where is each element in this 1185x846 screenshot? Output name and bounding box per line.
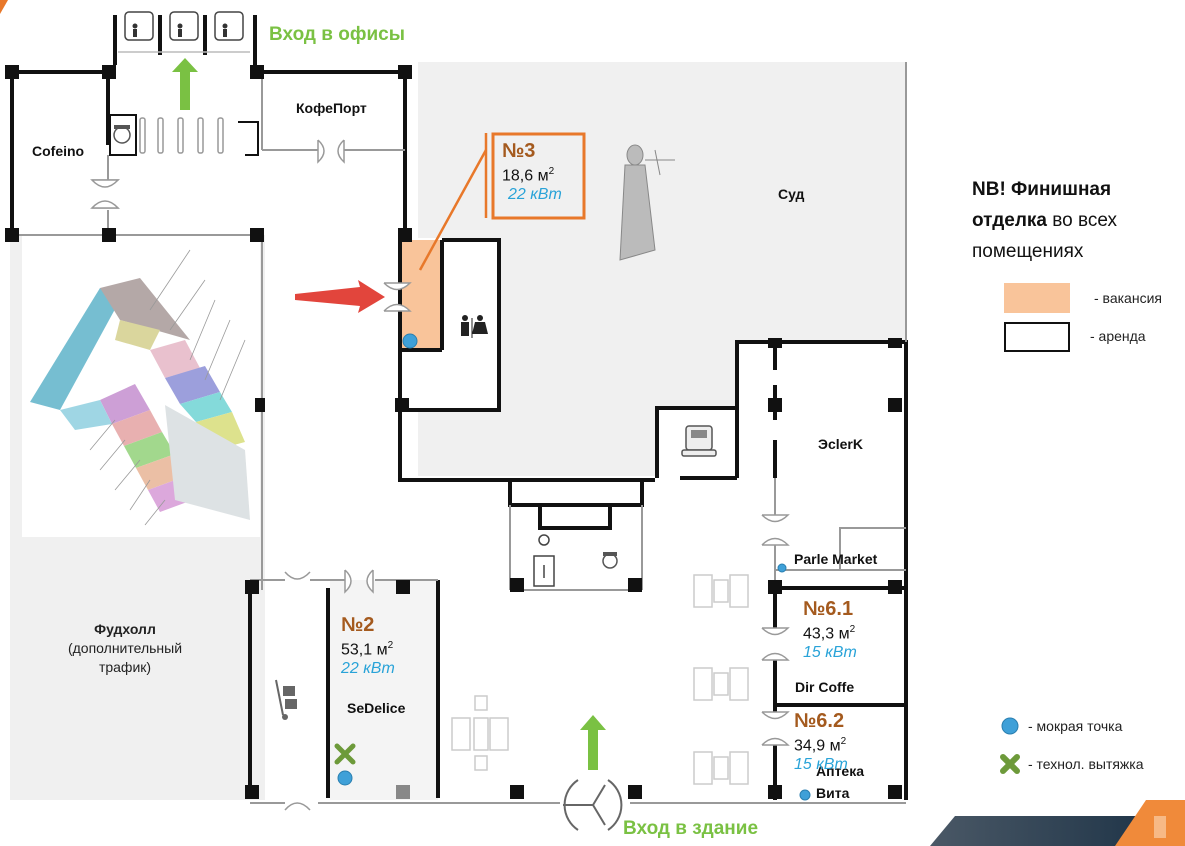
unit-6-1-info[interactable]: №6.1 43,3 м2 15 кВт bbox=[803, 598, 857, 662]
legend-wet-point-label: - мокрая точка bbox=[1028, 718, 1123, 734]
unit-number: №6.1 bbox=[803, 598, 854, 620]
wet-point-icon bbox=[777, 563, 787, 573]
partitions bbox=[12, 62, 907, 804]
security-guard-icon bbox=[113, 125, 131, 144]
unit-3-vacancy-area[interactable] bbox=[400, 240, 442, 350]
restroom-icon bbox=[461, 315, 488, 338]
unit-power: 15 кВт bbox=[794, 756, 848, 774]
room-kofeport: КофеПорт bbox=[296, 100, 367, 116]
foodhall-sub2: трафик) bbox=[98, 659, 152, 675]
unit-area: 53,1 м2 bbox=[341, 640, 394, 659]
wet-point-icon bbox=[337, 770, 353, 786]
furniture bbox=[451, 574, 749, 785]
unit-area: 34,9 м2 bbox=[794, 736, 847, 755]
red-arrow-icon bbox=[295, 280, 385, 313]
footer-band bbox=[930, 816, 1140, 846]
arrow-up-icon bbox=[580, 715, 606, 770]
office-gates bbox=[109, 11, 259, 156]
foodhall-label: Фудхолл (дополнительный трафик) bbox=[50, 620, 200, 677]
finishing-note: NB! Финишная отделка во всех помещениях bbox=[972, 174, 1117, 267]
wet-point-icon bbox=[402, 333, 418, 349]
doors bbox=[90, 139, 790, 811]
unit-3-info[interactable]: №3 18,6 м2 22 кВт bbox=[502, 140, 562, 204]
room-cofeino: Cofeino bbox=[32, 143, 85, 159]
office-entrance-label: Вход в офисы bbox=[269, 24, 405, 45]
toilet-icons bbox=[132, 23, 228, 37]
columns bbox=[5, 65, 902, 799]
wet-point-icon bbox=[799, 789, 811, 801]
room-sedelice: SeDelice bbox=[347, 700, 406, 716]
walls bbox=[10, 15, 908, 800]
unit-power: 22 кВт bbox=[508, 186, 562, 204]
building-entrance-label: Вход в здание bbox=[623, 818, 759, 839]
corner-accent bbox=[0, 0, 8, 14]
foodhall-3d-scheme bbox=[30, 249, 250, 526]
legend-exhaust-label: - технол. вытяжка bbox=[1028, 756, 1144, 772]
legend-exhaust-icon bbox=[1000, 754, 1020, 774]
foodhall-sub1: (дополнительный bbox=[67, 640, 183, 656]
justice-statue-icon bbox=[619, 144, 675, 261]
unit-2-info[interactable]: №2 53,1 м2 22 кВт bbox=[341, 614, 395, 678]
foodhall-title: Фудхолл bbox=[94, 621, 156, 637]
exhaust-icon bbox=[334, 743, 356, 765]
cargo-cart-icon bbox=[275, 679, 297, 720]
note-line3: помещениях bbox=[972, 241, 1084, 262]
security-guard-icon bbox=[602, 552, 618, 569]
footer-logo bbox=[1154, 816, 1166, 838]
unit-power: 22 кВт bbox=[341, 660, 395, 678]
legend-rent-label: - аренда bbox=[1090, 328, 1146, 344]
note-line2: во всех bbox=[1046, 210, 1118, 231]
room-eclerk: ЭclerK bbox=[818, 436, 863, 452]
eclerk-room bbox=[736, 342, 906, 588]
unit-number: №6.2 bbox=[794, 710, 845, 732]
unit-6-2-info[interactable]: №6.2 34,9 м2 15 кВт bbox=[794, 710, 848, 774]
note-line2-bold: отделка bbox=[972, 210, 1047, 231]
column-grey bbox=[396, 785, 410, 799]
unit-area: 43,3 м2 bbox=[803, 624, 856, 643]
atm-icon bbox=[681, 425, 717, 457]
note-line1: NB! Финишная bbox=[972, 179, 1112, 200]
legend-vacancy-label: - вакансия bbox=[1094, 290, 1162, 306]
wet-point-markers bbox=[337, 333, 811, 801]
room-apteka: Аптека bbox=[816, 763, 865, 779]
revolving-door bbox=[563, 779, 623, 831]
room-sud: Суд bbox=[778, 186, 805, 202]
arrow-up-icon bbox=[172, 58, 198, 110]
room-dir-coffe: Dir Coffe bbox=[795, 679, 855, 695]
unit-3-callout bbox=[418, 132, 586, 271]
unit-power: 15 кВт bbox=[803, 644, 857, 662]
unit-area: 18,6 м2 bbox=[502, 166, 555, 185]
unit-number: №2 bbox=[341, 614, 375, 636]
entrance-arrows bbox=[172, 58, 606, 770]
footer-orange-accent bbox=[1115, 800, 1185, 846]
unit-number: №3 bbox=[502, 140, 536, 162]
legend-vacancy-swatch bbox=[1004, 283, 1070, 313]
room-vita: Вита bbox=[816, 785, 850, 801]
legend-wet-point-icon bbox=[1001, 717, 1019, 735]
reception-desk-icon bbox=[533, 534, 555, 587]
unit-2-floor bbox=[330, 580, 438, 800]
room-parle-market: Parle Market bbox=[794, 551, 878, 567]
legend-rent-swatch bbox=[1004, 322, 1070, 352]
